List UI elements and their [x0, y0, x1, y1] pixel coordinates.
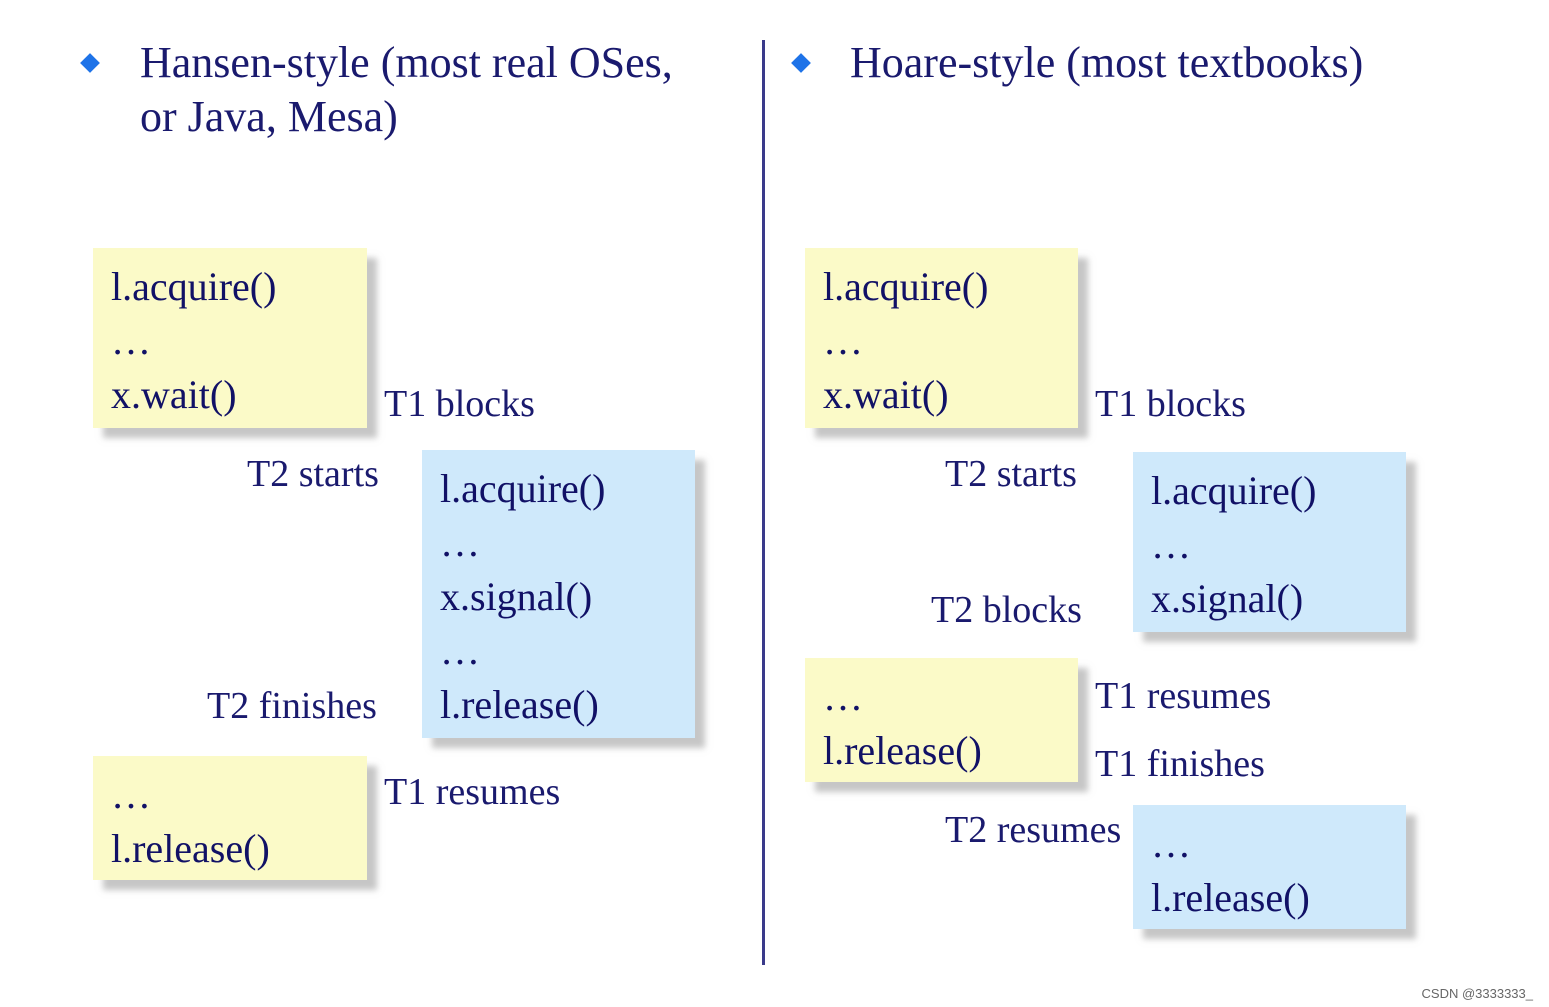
left-heading-line2: or Java, Mesa)	[140, 92, 398, 141]
code-line: …	[111, 318, 151, 363]
code-line: …	[823, 318, 863, 363]
right-label-t2-resumes: T2 resumes	[945, 809, 1122, 851]
right-t1-code-block-2: … l.release()	[805, 658, 1078, 782]
left-label-t1-resumes: T1 resumes	[384, 771, 561, 813]
code-line: l.acquire()	[823, 264, 989, 309]
right-label-t1-blocks: T1 blocks	[1095, 383, 1246, 425]
left-label-t2-starts: T2 starts	[247, 453, 379, 495]
right-t1-code-block-1: l.acquire() … x.wait()	[805, 248, 1078, 428]
code-line: …	[1151, 522, 1191, 567]
bullet-icon-right	[791, 53, 811, 73]
code-line: l.release()	[823, 728, 982, 773]
code-line: …	[111, 772, 151, 817]
left-t1-code-block-2: … l.release()	[93, 756, 367, 880]
column-divider	[762, 40, 765, 965]
left-t1-code-block-1: l.acquire() … x.wait()	[93, 248, 367, 428]
code-line: l.release()	[111, 826, 270, 871]
code-line: x.wait()	[823, 372, 949, 417]
code-line: x.wait()	[111, 372, 237, 417]
right-label-t2-starts: T2 starts	[945, 453, 1077, 495]
right-label-t1-finishes: T1 finishes	[1095, 743, 1265, 785]
code-line: …	[1151, 821, 1191, 866]
code-line: …	[440, 628, 480, 673]
code-line: l.release()	[440, 682, 599, 727]
left-heading-line1: Hansen-style (most real OSes,	[140, 38, 673, 87]
right-heading: Hoare-style (most textbooks)	[850, 38, 1364, 87]
right-label-t2-blocks: T2 blocks	[931, 589, 1082, 631]
code-line: l.acquire()	[1151, 468, 1317, 513]
code-line: l.release()	[1151, 875, 1310, 920]
right-t2-code-block-2: … l.release()	[1133, 805, 1406, 929]
left-label-t2-finishes: T2 finishes	[207, 685, 377, 727]
code-line: x.signal()	[1151, 576, 1304, 621]
code-line: l.acquire()	[440, 466, 606, 511]
code-line: …	[823, 674, 863, 719]
code-line: …	[440, 520, 480, 565]
left-label-t1-blocks: T1 blocks	[384, 383, 535, 425]
code-line: l.acquire()	[111, 264, 277, 309]
code-line: x.signal()	[440, 574, 593, 619]
right-t2-code-block-1: l.acquire() … x.signal()	[1133, 452, 1406, 632]
right-label-t1-resumes: T1 resumes	[1095, 675, 1272, 717]
watermark: CSDN @3333333_	[1421, 986, 1533, 1001]
left-t2-code-block: l.acquire() … x.signal() … l.release()	[422, 450, 695, 738]
bullet-icon-left	[80, 53, 100, 73]
